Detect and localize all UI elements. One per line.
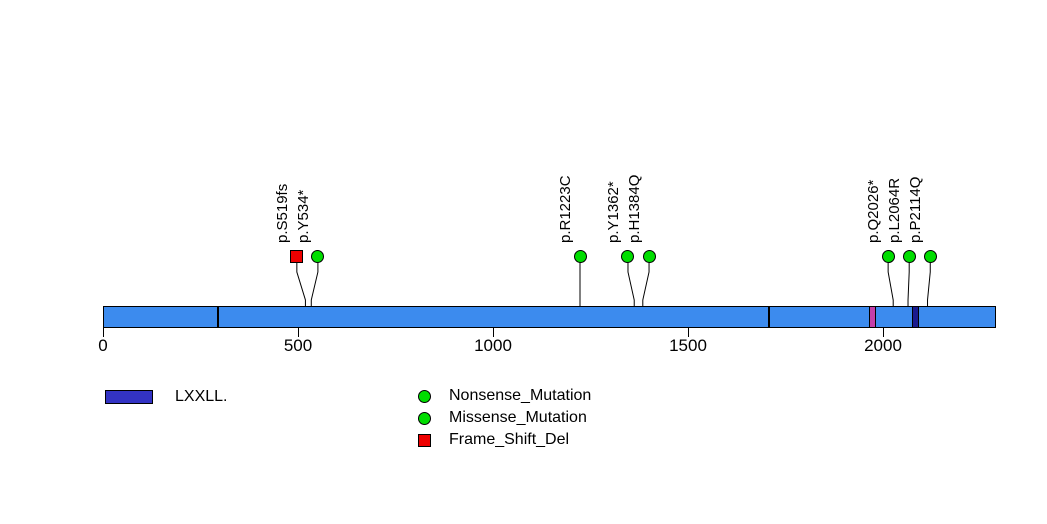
frame-shift-del-marker-icon xyxy=(418,433,431,447)
mutation-label: p.Y1362* xyxy=(604,181,622,243)
mutation-label: p.S519fs xyxy=(273,183,291,243)
domain-lxxll xyxy=(217,306,219,328)
nonsense-mutation-marker-icon xyxy=(418,389,431,403)
frame-shift-del-label: Frame_Shift_Del xyxy=(449,431,570,448)
axis-tick xyxy=(298,328,299,337)
axis-tick-label: 1500 xyxy=(669,336,707,355)
domain-lxxll xyxy=(869,306,876,328)
axis-tick-label: 2000 xyxy=(864,336,902,355)
lollipop-marker-missense_mutation xyxy=(642,250,656,263)
lollipop-marker-missense_mutation xyxy=(902,250,916,263)
axis-tick xyxy=(493,328,494,337)
protein-bar xyxy=(103,306,996,328)
lxxll-domain-label: LXXLL. xyxy=(175,388,228,405)
lollipop-marker-missense_mutation xyxy=(573,250,587,263)
mutation-label: p.L2064R xyxy=(886,177,904,243)
legend-row-frameshift: Frame_Shift_Del xyxy=(418,429,591,451)
lollipop-marker-nonsense_mutation xyxy=(881,250,895,263)
legend-row-missense: Missense_Mutation xyxy=(418,407,591,429)
axis-tick xyxy=(688,328,689,337)
missense-mutation-label: Missense_Mutation xyxy=(449,409,587,426)
axis-tick xyxy=(883,328,884,337)
lollipop-marker-missense_mutation xyxy=(923,250,937,263)
domain-lxxll xyxy=(912,306,919,328)
missense-mutation-marker-icon xyxy=(418,411,431,425)
axis-tick-label: 1000 xyxy=(474,336,512,355)
mutation-label: p.H1384Q xyxy=(626,174,644,243)
lollipop-marker-frame_shift_del xyxy=(290,250,304,263)
lollipop-marker-nonsense_mutation xyxy=(311,250,325,263)
nonsense-mutation-label: Nonsense_Mutation xyxy=(449,387,592,404)
legend-row-nonsense: Nonsense_Mutation xyxy=(418,385,591,407)
axis-tick xyxy=(103,328,104,337)
lollipop-marker-nonsense_mutation xyxy=(621,250,635,263)
mutation-label: p.Y534* xyxy=(294,189,312,243)
mutation-label: p.Q2026* xyxy=(865,179,883,243)
axis-tick-label: 0 xyxy=(98,336,108,355)
mutation-label: p.P2114Q xyxy=(907,176,925,243)
mutation-type-legend: Nonsense_Mutation Missense_Mutation Fram… xyxy=(418,385,591,451)
axis-tick-label: 500 xyxy=(283,336,313,355)
lxxll-domain-swatch xyxy=(105,390,153,404)
mutation-label: p.R1223C xyxy=(557,175,574,243)
domain-lxxll xyxy=(768,306,770,328)
